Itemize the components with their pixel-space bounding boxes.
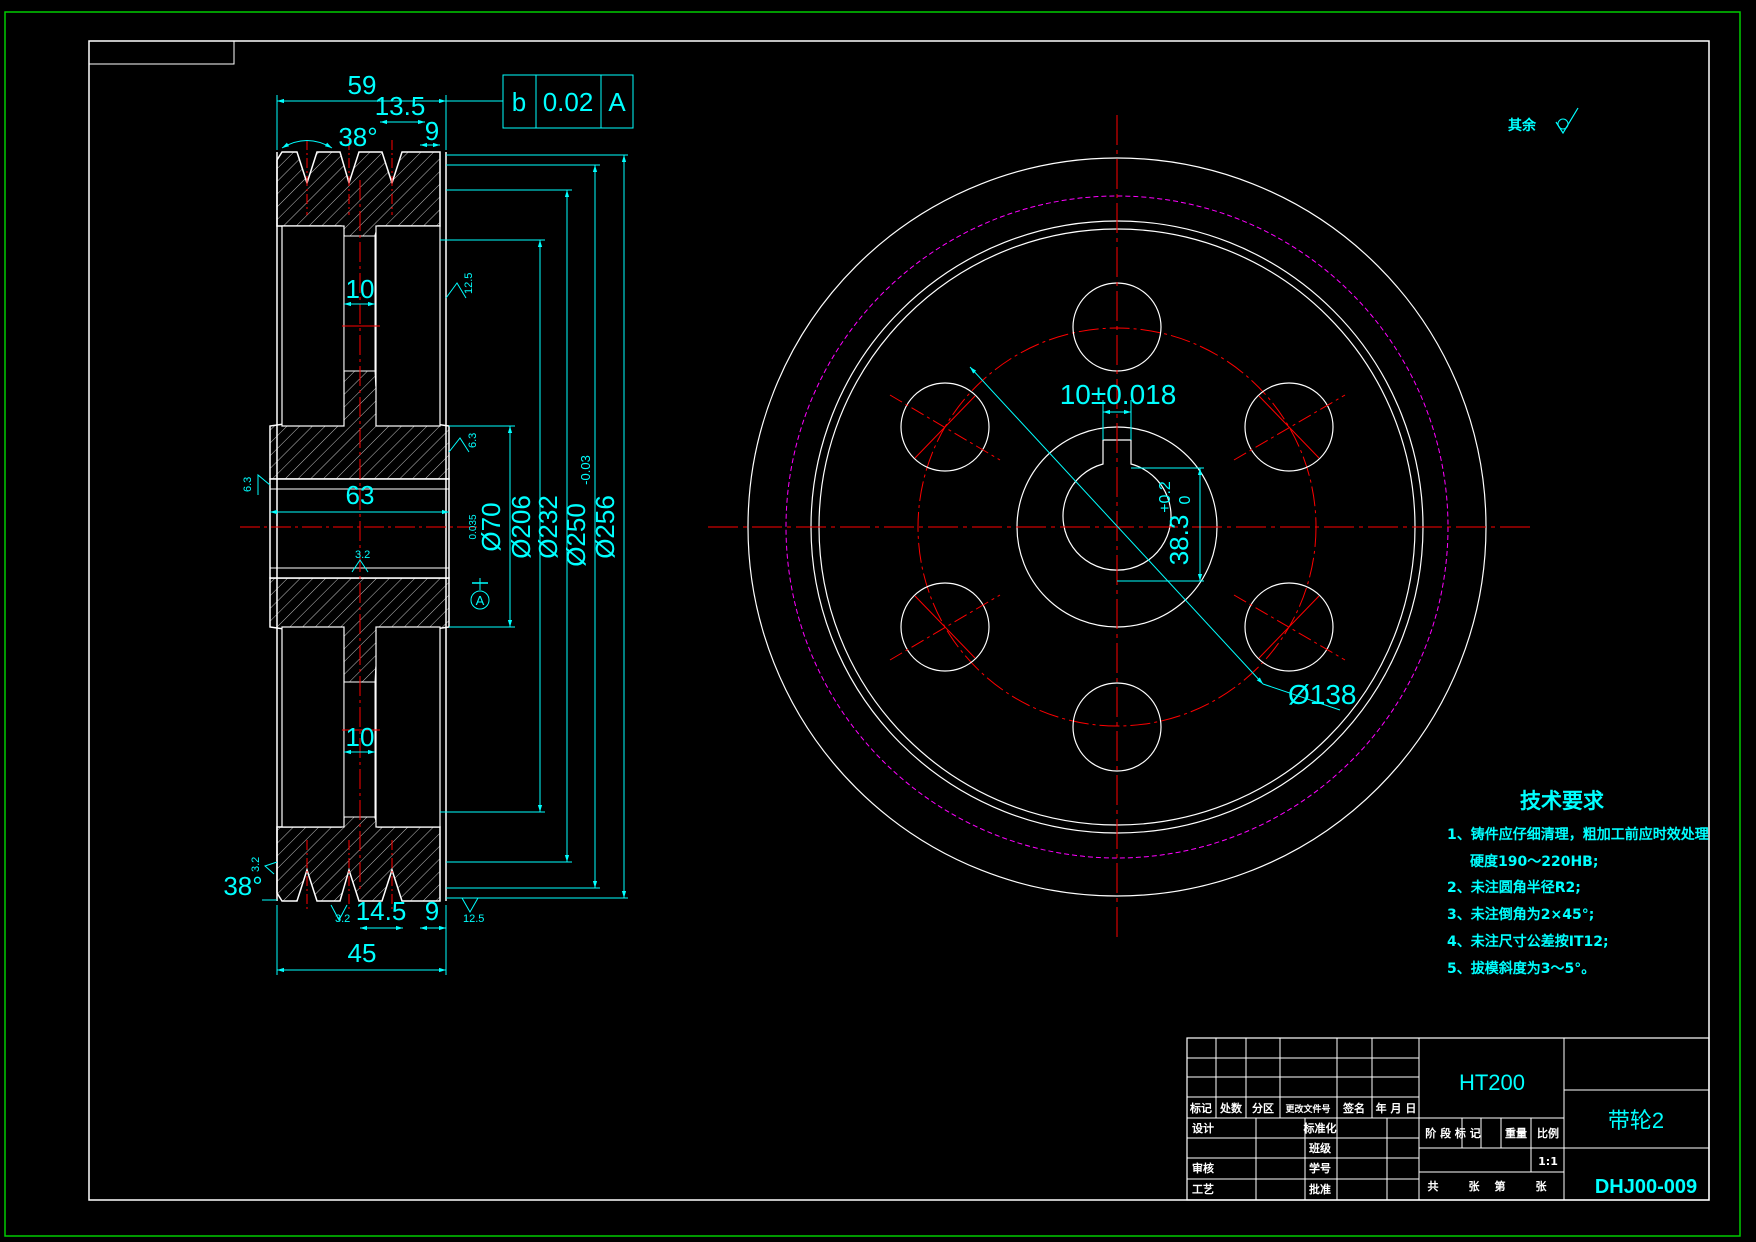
- roughness-groove-bottom: 3.2: [335, 913, 350, 925]
- dim-bore-tol: 0.035: [468, 514, 479, 539]
- tech-req-item-1b: 硬度190～220HB;: [1470, 853, 1598, 870]
- tb-label-standardize: 标准化: [1303, 1121, 1337, 1135]
- title-block: 标记 处数 分区 更改文件号 签名 年 月 日 设计 标准化 班级 审核 学号 …: [1186, 1037, 1710, 1201]
- tb-label-design: 设计: [1192, 1121, 1214, 1135]
- dim-d-pitch-tol: -0.03: [578, 455, 593, 485]
- dim-bolt-circle: Ø138: [1288, 679, 1357, 710]
- technical-requirements: 技术要求 1、铸件应仔细清理，粗加工前应时效处理 硬度190～220HB; 2、…: [1447, 789, 1709, 977]
- dim-d-groove: Ø232: [533, 495, 563, 559]
- datum-a-label: A: [476, 593, 485, 608]
- tb-drawing-number: DHJ00-009: [1595, 1176, 1697, 1198]
- side-section-view: 59 13.5 38° 9 10 10 63 38° 14.5 9 45: [223, 70, 634, 975]
- dim-hub-length: 63: [346, 480, 375, 510]
- dim-groove-angle: 38°: [338, 122, 377, 152]
- tb-label-review: 审核: [1192, 1161, 1214, 1175]
- tb-label-sheet-unit: 张: [1536, 1179, 1548, 1193]
- tb-label-approve: 批准: [1309, 1182, 1331, 1196]
- tech-req-item-5: 5、拔模斜度为3～5°。: [1447, 960, 1595, 977]
- tb-label-ratio: 比例: [1537, 1126, 1559, 1140]
- tb-label-sheets: 张: [1469, 1179, 1481, 1193]
- dim-keyway-depth-tol-upper: +0.2: [1157, 481, 1174, 513]
- dim-groove-top: 9: [425, 116, 439, 146]
- dim-d-rim-inner: Ø206: [506, 495, 536, 559]
- tb-part-name: 带轮2: [1608, 1108, 1664, 1133]
- dim-keyway-width: 10±0.018: [1060, 379, 1177, 410]
- tech-req-item-4: 4、未注尺寸公差按IT12;: [1447, 933, 1609, 950]
- tech-req-item-3: 3、未注倒角为2×45°;: [1447, 906, 1594, 923]
- roughness-bore-left: 6.3: [242, 477, 254, 492]
- tb-scale: 1:1: [1538, 1155, 1558, 1168]
- tech-req-item-2: 2、未注圆角半径R2;: [1447, 879, 1581, 896]
- dim-d-pitch: Ø250: [561, 503, 591, 567]
- front-view: 10±0.018 38.3 +0.2 0 Ø138 其余: [708, 107, 1579, 940]
- dim-web-bottom: 10: [346, 722, 375, 752]
- tb-label-student-no: 学号: [1309, 1161, 1331, 1175]
- tb-label-sheet-no: 第: [1495, 1179, 1506, 1193]
- dim-d-outer: Ø256: [590, 495, 620, 559]
- tb-material: HT200: [1459, 1070, 1525, 1095]
- inner-frame: [88, 40, 1710, 1201]
- corner-box: [88, 40, 235, 65]
- tb-label-change-doc: 更改文件号: [1285, 1103, 1330, 1115]
- dim-bottom-groove: 9: [425, 896, 439, 926]
- roughness-hub: 6.3: [467, 433, 479, 448]
- dim-d-hub: Ø70: [476, 502, 506, 551]
- tb-label-count: 处数: [1219, 1101, 1243, 1115]
- tolerance-frame: b 0.02 A: [502, 74, 634, 129]
- dim-total-width: 59: [348, 70, 377, 100]
- tolerance-value: 0.02: [543, 87, 594, 117]
- dim-keyway-depth: 38.3: [1164, 515, 1194, 566]
- tb-label-process: 工艺: [1192, 1182, 1214, 1196]
- dim-keyway-depth-tol-lower: 0: [1177, 495, 1194, 504]
- tb-label-date: 年 月 日: [1376, 1101, 1417, 1115]
- dim-bottom-angle: 38°: [223, 871, 262, 901]
- tb-label-class: 班级: [1309, 1141, 1332, 1155]
- dim-web-top: 10: [346, 274, 375, 304]
- tb-label-weight: 重量: [1505, 1126, 1527, 1140]
- roughness-groove-left: 3.2: [250, 857, 262, 872]
- dim-bottom-pitch: 14.5: [356, 896, 407, 926]
- dim-groove-pitch: 13.5: [375, 91, 426, 121]
- dim-bottom-width: 45: [348, 938, 377, 968]
- tb-label-total: 共: [1428, 1179, 1439, 1193]
- roughness-note-label: 其余: [1508, 117, 1537, 134]
- tb-label-zone: 分区: [1252, 1101, 1274, 1115]
- tech-req-item-1: 1、铸件应仔细清理，粗加工前应时效处理: [1447, 826, 1709, 843]
- outer-frame: [4, 11, 1741, 1237]
- tb-label-mark: 标记: [1189, 1101, 1212, 1115]
- roughness-rim: 12.5: [463, 273, 475, 294]
- roughness-bottom-right: 12.5: [463, 913, 484, 925]
- tb-label-stage: 阶 段 标 记: [1425, 1126, 1481, 1140]
- tolerance-datum: A: [608, 87, 626, 117]
- tolerance-symbol: b: [512, 87, 526, 117]
- tech-req-title: 技术要求: [1520, 789, 1604, 813]
- tb-label-signature: 签名: [1342, 1101, 1365, 1115]
- roughness-bore: 3.2: [355, 549, 370, 561]
